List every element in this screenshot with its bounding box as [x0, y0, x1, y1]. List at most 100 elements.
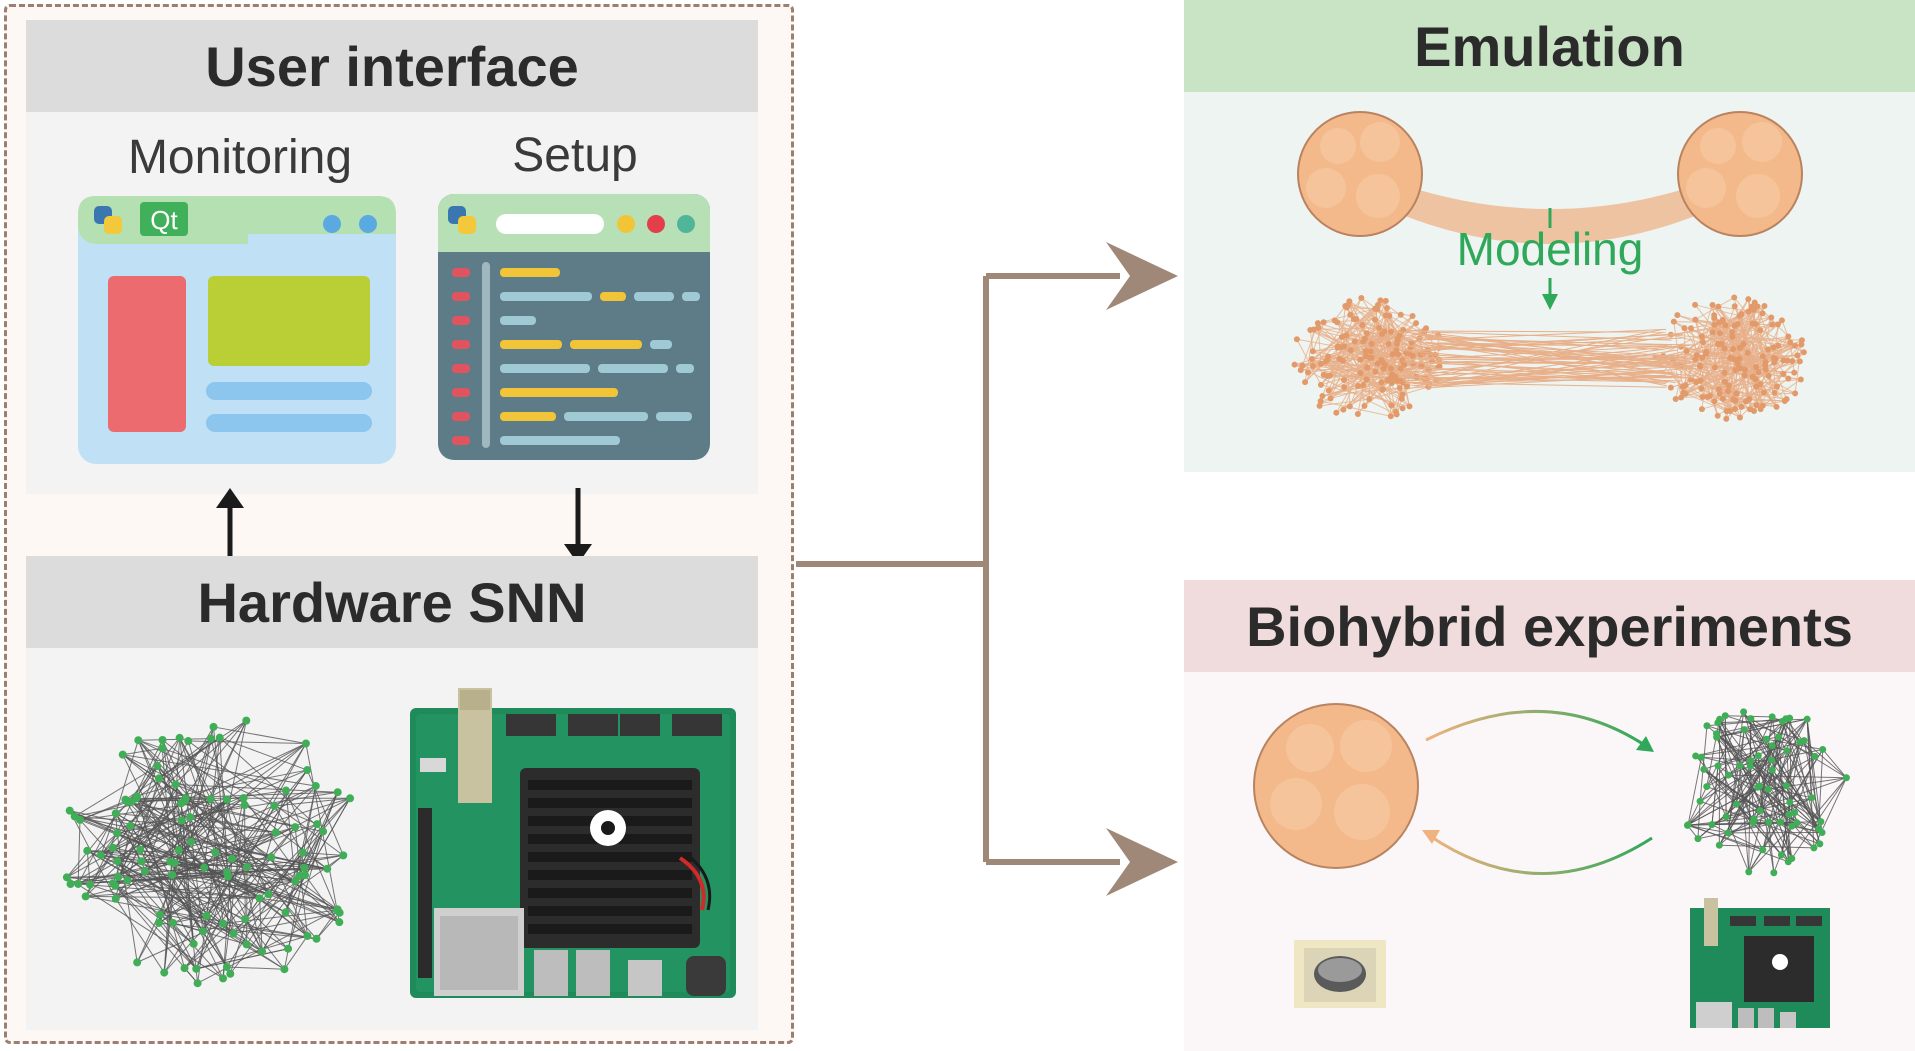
network-node	[1731, 322, 1738, 329]
network-node	[1413, 373, 1420, 380]
network-node	[1333, 409, 1340, 416]
network-node	[313, 820, 322, 829]
network-node	[1302, 379, 1309, 386]
network-node	[1385, 340, 1392, 347]
network-node	[1716, 330, 1723, 337]
network-node	[1746, 762, 1754, 770]
network-node	[1683, 348, 1690, 355]
network-node	[1322, 358, 1329, 365]
network-node	[1765, 372, 1772, 379]
network-node	[1751, 299, 1758, 306]
network-node	[1696, 797, 1704, 805]
network-node	[154, 774, 163, 783]
network-node	[1783, 747, 1791, 755]
network-node	[335, 918, 344, 927]
network-node	[333, 788, 342, 797]
hardware-snn-header: Hardware SNN	[26, 556, 758, 648]
network-node	[1724, 771, 1732, 779]
network-node	[242, 716, 251, 725]
network-node	[1768, 766, 1776, 774]
network-node	[1727, 354, 1734, 361]
network-node	[1749, 320, 1756, 327]
network-node	[1783, 396, 1790, 403]
network-node	[1759, 846, 1767, 854]
network-node	[174, 846, 183, 855]
network-node	[1409, 352, 1416, 359]
network-node	[1747, 757, 1755, 765]
network-node	[1377, 297, 1384, 304]
network-node	[1399, 391, 1406, 398]
network-node	[1338, 344, 1345, 351]
network-node	[1714, 412, 1721, 419]
network-node	[1765, 818, 1773, 826]
network-node	[170, 858, 179, 867]
network-node	[1360, 338, 1367, 345]
user-interface-title: User interface	[205, 34, 579, 98]
network-node	[1715, 303, 1722, 310]
network-node	[181, 794, 190, 803]
network-node	[1319, 392, 1326, 399]
network-node	[1791, 809, 1799, 817]
network-node	[1737, 344, 1744, 351]
network-node	[280, 965, 289, 974]
network-node	[136, 845, 145, 854]
network-node	[1397, 365, 1404, 372]
network-node	[1808, 794, 1816, 802]
network-node	[1326, 372, 1333, 379]
network-node	[1382, 297, 1389, 304]
network-node	[1357, 370, 1364, 377]
network-node	[255, 894, 264, 903]
network-node	[1698, 333, 1705, 340]
network-node	[1670, 318, 1677, 325]
network-node	[1681, 325, 1688, 332]
network-node	[1765, 346, 1772, 353]
network-node	[319, 827, 328, 836]
network-node	[1721, 369, 1728, 376]
network-node	[1775, 733, 1783, 741]
network-node	[1745, 296, 1752, 303]
network-node	[1692, 316, 1699, 323]
network-node	[180, 964, 189, 973]
network-node	[1376, 324, 1383, 331]
network-node	[1325, 387, 1332, 394]
network-node	[1698, 406, 1705, 413]
network-node	[1347, 347, 1354, 354]
network-node	[1346, 403, 1353, 410]
network-node	[1796, 738, 1804, 746]
network-node	[1752, 376, 1759, 383]
network-node	[153, 762, 162, 771]
network-node	[1714, 719, 1722, 727]
network-node	[1667, 384, 1674, 391]
network-node	[1718, 341, 1725, 348]
network-node	[1366, 396, 1373, 403]
network-node	[1401, 361, 1408, 368]
network-node	[1367, 348, 1374, 355]
python-icon	[448, 206, 476, 234]
network-node	[1736, 355, 1743, 362]
emulation-title: Emulation	[1414, 14, 1685, 78]
network-node	[239, 793, 248, 802]
network-node	[1757, 406, 1764, 413]
network-node	[1759, 353, 1766, 360]
network-node	[1307, 327, 1314, 334]
network-node	[333, 905, 342, 914]
network-node	[1703, 722, 1711, 730]
network-node	[281, 908, 290, 917]
network-node	[1762, 359, 1769, 366]
hardware-snn-title: Hardware SNN	[197, 570, 587, 634]
network-node	[1780, 357, 1787, 364]
network-node	[1396, 332, 1403, 339]
network-node	[1413, 320, 1420, 327]
network-node	[1706, 392, 1713, 399]
network-node	[1711, 398, 1718, 405]
network-node	[1732, 405, 1739, 412]
network-node	[1745, 868, 1753, 876]
network-node	[1755, 369, 1762, 376]
network-node	[209, 722, 218, 731]
network-node	[177, 816, 186, 825]
network-node	[1702, 350, 1709, 357]
network-node	[1724, 829, 1732, 837]
network-node	[311, 781, 320, 790]
network-node	[1714, 762, 1722, 770]
network-node	[121, 795, 130, 804]
